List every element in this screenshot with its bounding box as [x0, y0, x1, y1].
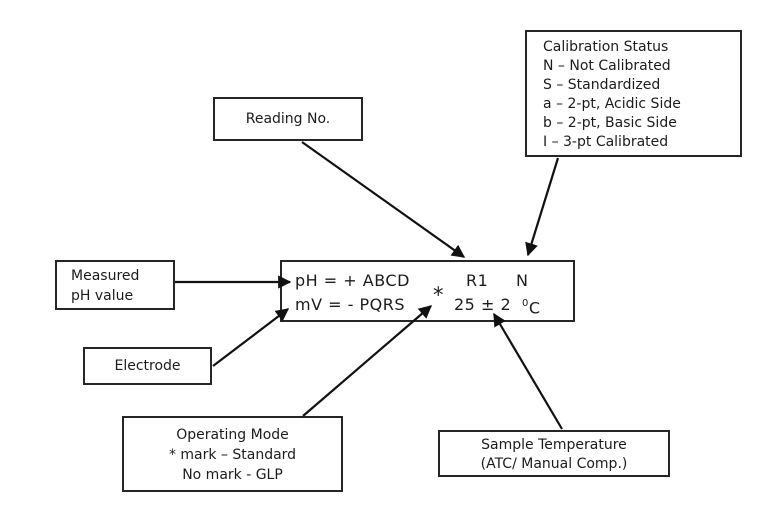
- degree-superscript: 0: [522, 298, 529, 309]
- arrow-sample-temp-to-display: [493, 312, 563, 430]
- display-mv-reading: mV = - PQRS: [295, 295, 405, 314]
- reading-no-label: Reading No.: [245, 110, 331, 127]
- display-ph-reading: pH = + ABCD: [295, 271, 410, 290]
- callout-sample-temperature: Sample Temperature (ATC/ Manual Comp.): [438, 430, 670, 477]
- sample-temp-line: (ATC/ Manual Comp.): [480, 456, 628, 472]
- arrow-reading-no-to-display: [301, 141, 466, 258]
- operating-mode-line: No mark - GLP: [182, 467, 283, 483]
- measured-ph-line: pH value: [71, 288, 134, 304]
- calibration-status-item: a – 2-pt, Acidic Side: [543, 96, 681, 112]
- calibration-status-title: Calibration Status: [543, 39, 669, 55]
- callout-calibration-status: Calibration Status N – Not Calibrated S …: [525, 30, 742, 157]
- display-mode-asterisk: *: [433, 283, 444, 307]
- calibration-status-item: b – 2-pt, Basic Side: [543, 115, 677, 131]
- operating-mode-line: * mark – Standard: [168, 447, 297, 463]
- calibration-status-item: I – 3-pt Calibrated: [543, 134, 669, 150]
- callout-measured-ph-value: Measured pH value: [55, 260, 175, 310]
- arrow-calibration-to-display: [525, 157, 560, 257]
- measured-ph-line: Measured: [71, 268, 140, 284]
- display-temperature: 25 ± 2: [454, 295, 512, 314]
- unit-letter: C: [528, 298, 541, 318]
- callout-electrode: Electrode: [83, 347, 212, 385]
- display-cal-status-flag: N: [516, 271, 529, 290]
- calibration-status-item: S – Standardized: [543, 77, 661, 93]
- meter-display: pH = + ABCD R1 N mV = - PQRS * 25 ± 2 0C: [280, 260, 575, 322]
- operating-mode-line: Operating Mode: [176, 427, 289, 443]
- callout-operating-mode: Operating Mode * mark – Standard No mark…: [122, 416, 343, 492]
- electrode-label: Electrode: [114, 357, 181, 374]
- arrow-operating-mode-to-asterisk: [302, 305, 433, 417]
- callout-reading-no: Reading No.: [213, 97, 363, 141]
- display-temperature-unit: 0C: [522, 295, 541, 317]
- sample-temp-line: Sample Temperature: [481, 437, 627, 453]
- arrow-electrode-to-display: [212, 308, 290, 367]
- calibration-status-item: N – Not Calibrated: [543, 58, 671, 74]
- display-reading-number: R1: [466, 271, 489, 290]
